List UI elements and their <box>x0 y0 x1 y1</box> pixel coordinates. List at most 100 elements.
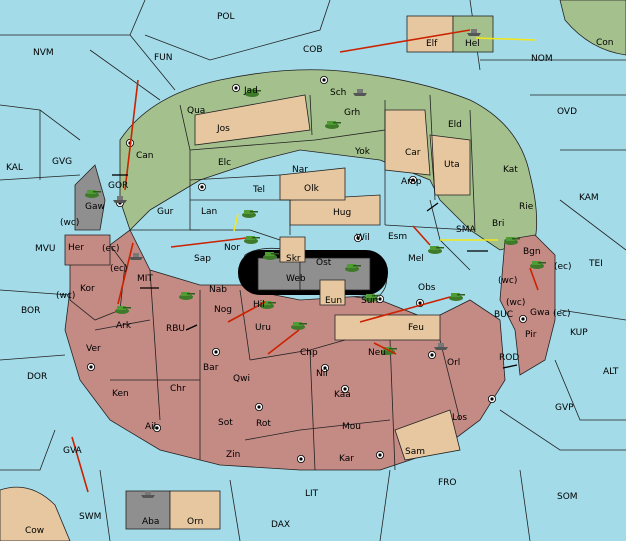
land-label: Mel <box>408 254 424 264</box>
land-label: Elc <box>218 158 231 168</box>
land-label: Wil <box>356 233 370 243</box>
land-label: Can <box>136 151 154 161</box>
land-feu[interactable] <box>334 314 441 341</box>
convoy-arrows <box>112 174 518 369</box>
coast-label: (ec) <box>554 262 572 272</box>
land-label: Eun <box>325 296 342 306</box>
sea-label: GOR <box>108 181 128 191</box>
sea-label: KAL <box>6 163 23 173</box>
land-label: Sch <box>330 88 346 98</box>
land-label: Tel <box>252 185 265 195</box>
sea-label: FRO <box>438 478 457 488</box>
land-skr[interactable] <box>279 236 306 263</box>
sea-label: GVG <box>52 157 72 167</box>
land-orn[interactable] <box>169 490 221 530</box>
land-uta[interactable] <box>429 134 471 196</box>
land-label: Uru <box>255 323 271 333</box>
sea-label: NOM <box>531 54 553 64</box>
land-label: Ken <box>112 389 129 399</box>
land-label: Kor <box>80 284 95 294</box>
sea-label: KUP <box>570 328 588 338</box>
land-label: Qwi <box>233 374 250 384</box>
sea-label: BOR <box>21 306 40 316</box>
land-label: Neu <box>368 348 386 358</box>
land-label: Los <box>452 413 467 423</box>
land-label: Hug <box>333 208 351 218</box>
sea-label: DAX <box>271 520 290 530</box>
coast-labels: (wc) (ec) (ec) (wc) (wc) (ec) (wc) (ec) <box>56 218 572 319</box>
sea-label: FUN <box>154 53 173 63</box>
land-label: Orl <box>447 358 460 368</box>
land-region-east <box>499 234 556 376</box>
land-label: Her <box>68 243 84 253</box>
coast-label: (ec) <box>110 264 128 274</box>
land-label: Orn <box>187 517 203 527</box>
land-label: Lan <box>201 207 217 217</box>
land-label: Car <box>405 148 421 158</box>
land-label: Grh <box>344 108 360 118</box>
land-label: Gur <box>157 207 174 217</box>
sea-label: GVA <box>63 446 83 456</box>
land-label: Nor <box>224 243 240 253</box>
land-label: Kaa <box>334 390 351 400</box>
land-label: Skr <box>286 254 301 264</box>
land-label: Rie <box>519 202 534 212</box>
land-label: Sun <box>361 296 378 306</box>
land-label: Qua <box>187 106 205 116</box>
sea-label: SMA <box>456 225 476 235</box>
land-label: Elf <box>426 39 438 49</box>
sea-label: KAM <box>579 193 599 203</box>
land-label: Pir <box>525 330 537 340</box>
land-label: Gwa <box>530 308 550 318</box>
land-label: Nog <box>214 305 232 315</box>
sea-label: TEI <box>588 259 603 269</box>
land-label: Ark <box>116 321 132 331</box>
sea-label: MIT <box>137 274 153 284</box>
land-olk[interactable] <box>279 167 346 201</box>
sea-label: DOR <box>27 372 47 382</box>
coast-label: (wc) <box>498 276 517 286</box>
coast-label: (ec) <box>102 244 120 254</box>
coast-label: (wc) <box>56 291 75 301</box>
sea-label: RBU <box>166 324 185 334</box>
sea-label: ROD <box>499 353 519 363</box>
sea-label: POL <box>217 12 235 22</box>
sea-label: SOM <box>557 492 578 502</box>
land-label: Hil <box>253 300 265 310</box>
land-label: Sot <box>218 418 233 428</box>
orders-red <box>71 29 539 493</box>
land-cow[interactable] <box>0 486 71 541</box>
land-label: Esm <box>388 232 407 242</box>
land-labels: Elf Hel Jad Sch Qua Jos Grh Eld Can Yok … <box>68 39 550 527</box>
land-label: Jos <box>216 124 230 134</box>
land-label: Eld <box>448 120 462 130</box>
land-car[interactable] <box>384 109 431 176</box>
land-label: Chp <box>300 348 318 358</box>
sea-labels: POL COB FUN NVM NOM Con OVD KAL GVG KAM … <box>6 12 619 536</box>
land-jos[interactable] <box>194 94 311 146</box>
land-label: Kat <box>503 165 518 175</box>
land-label: Nil <box>316 369 328 379</box>
land-eun[interactable] <box>319 279 346 306</box>
sea-label: Con <box>596 38 614 48</box>
land-label: Ost <box>316 258 332 268</box>
land-label: Chr <box>170 384 186 394</box>
sea-label: OVD <box>557 107 577 117</box>
land-label: Kar <box>339 454 354 464</box>
land-label: Rot <box>256 419 271 429</box>
coast-label: (ec) <box>553 309 571 319</box>
land-label: Feu <box>408 323 424 333</box>
land-sam[interactable] <box>394 409 461 461</box>
land-label: Hel <box>465 39 480 49</box>
sea-label: ALT <box>603 367 619 377</box>
sea-label: NVM <box>33 48 54 58</box>
sea-label: SWM <box>79 512 101 522</box>
land-her[interactable] <box>64 234 111 266</box>
land-label: Obs <box>418 283 436 293</box>
land-label: Ver <box>86 344 101 354</box>
land-label: Sam <box>405 447 425 457</box>
land-label: Uta <box>444 160 460 170</box>
land-label: Bgn <box>523 247 541 257</box>
land-label: Gaw <box>85 202 105 212</box>
